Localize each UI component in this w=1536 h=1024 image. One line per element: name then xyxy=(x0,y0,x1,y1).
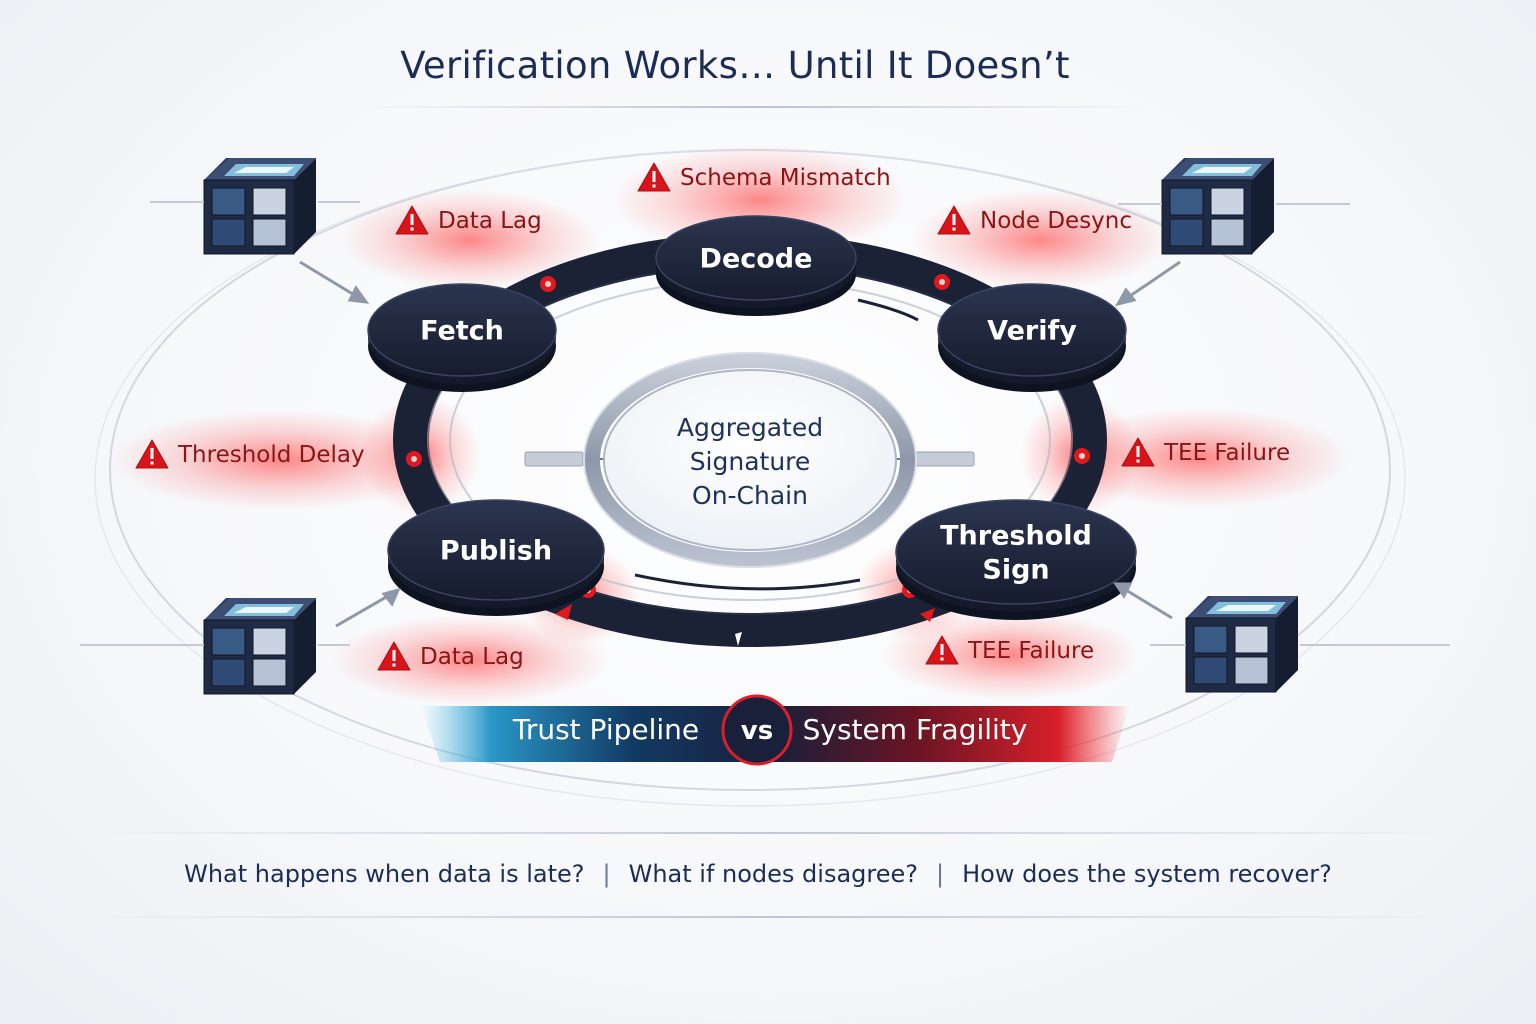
failure-text: Node Desync xyxy=(980,208,1132,234)
left-connector xyxy=(524,451,584,467)
node-fetch: Fetch xyxy=(367,283,557,392)
warning-triangle-icon xyxy=(377,641,411,671)
vs-label: vs xyxy=(741,716,773,746)
node-decode: Decode xyxy=(655,215,857,316)
separator: | xyxy=(602,860,611,888)
node-verify: Verify xyxy=(937,283,1127,392)
failure-text: Data Lag xyxy=(438,208,542,234)
comparison-banner: Trust Pipeline vs System Fragility xyxy=(420,694,1130,766)
server-cube-icon xyxy=(203,158,316,255)
failure-text: Threshold Delay xyxy=(177,442,365,468)
failure-label: Data Lag xyxy=(377,641,524,671)
questions-row: What happens when data is late? | What if … xyxy=(0,860,1516,888)
question-1: What happens when data is late? xyxy=(184,860,585,888)
node-label: Decode xyxy=(700,243,813,274)
warning-triangle-icon xyxy=(395,205,429,235)
vs-badge xyxy=(721,694,793,766)
right-connector xyxy=(915,451,975,467)
node-publish: Publish xyxy=(387,499,605,616)
node-label: Publish xyxy=(440,535,552,566)
failure-text: Data Lag xyxy=(420,644,524,670)
failure-label: Threshold Delay xyxy=(135,439,365,469)
question-3: How does the system recover? xyxy=(962,860,1332,888)
page-title: Verification Works… Until It Doesn’t xyxy=(400,44,1070,87)
server-cube-icon xyxy=(203,598,316,695)
failure-label: Schema Mismatch xyxy=(637,162,891,192)
failure-label: TEE Failure xyxy=(1121,437,1290,467)
server-cube-icon xyxy=(1185,596,1298,693)
questions-divider-top xyxy=(70,832,1470,834)
node-label: Threshold xyxy=(940,521,1092,552)
banner-fragility-label: System Fragility xyxy=(803,713,1028,746)
warning-triangle-icon xyxy=(135,439,169,469)
questions-divider-bottom xyxy=(70,916,1470,918)
failure-text: Schema Mismatch xyxy=(680,165,891,191)
server-nodes xyxy=(203,158,1298,695)
title-divider xyxy=(360,106,1150,108)
question-2: What if nodes disagree? xyxy=(628,860,919,888)
server-cube-icon xyxy=(1161,158,1274,255)
failure-label: TEE Failure xyxy=(925,635,1094,665)
warning-triangle-icon xyxy=(637,162,671,192)
network-lines xyxy=(80,201,1450,646)
center-label-line: On-Chain xyxy=(692,481,808,510)
separator: | xyxy=(936,860,945,888)
banner-trust-label: Trust Pipeline xyxy=(512,713,699,746)
failure-text: TEE Failure xyxy=(967,638,1094,664)
warning-triangle-icon xyxy=(1121,437,1155,467)
failure-label: Node Desync xyxy=(937,205,1132,235)
warning-triangle-icon xyxy=(925,635,959,665)
failure-label: Data Lag xyxy=(395,205,542,235)
center-label-line: Aggregated xyxy=(677,413,823,442)
failure-text: TEE Failure xyxy=(1163,440,1290,466)
center-label-line: Signature xyxy=(690,447,811,476)
node-label: Sign xyxy=(982,554,1049,585)
node-label: Verify xyxy=(987,315,1077,346)
node-label: Fetch xyxy=(420,315,504,346)
warning-triangle-icon xyxy=(937,205,971,235)
server-arrows xyxy=(299,260,1181,628)
